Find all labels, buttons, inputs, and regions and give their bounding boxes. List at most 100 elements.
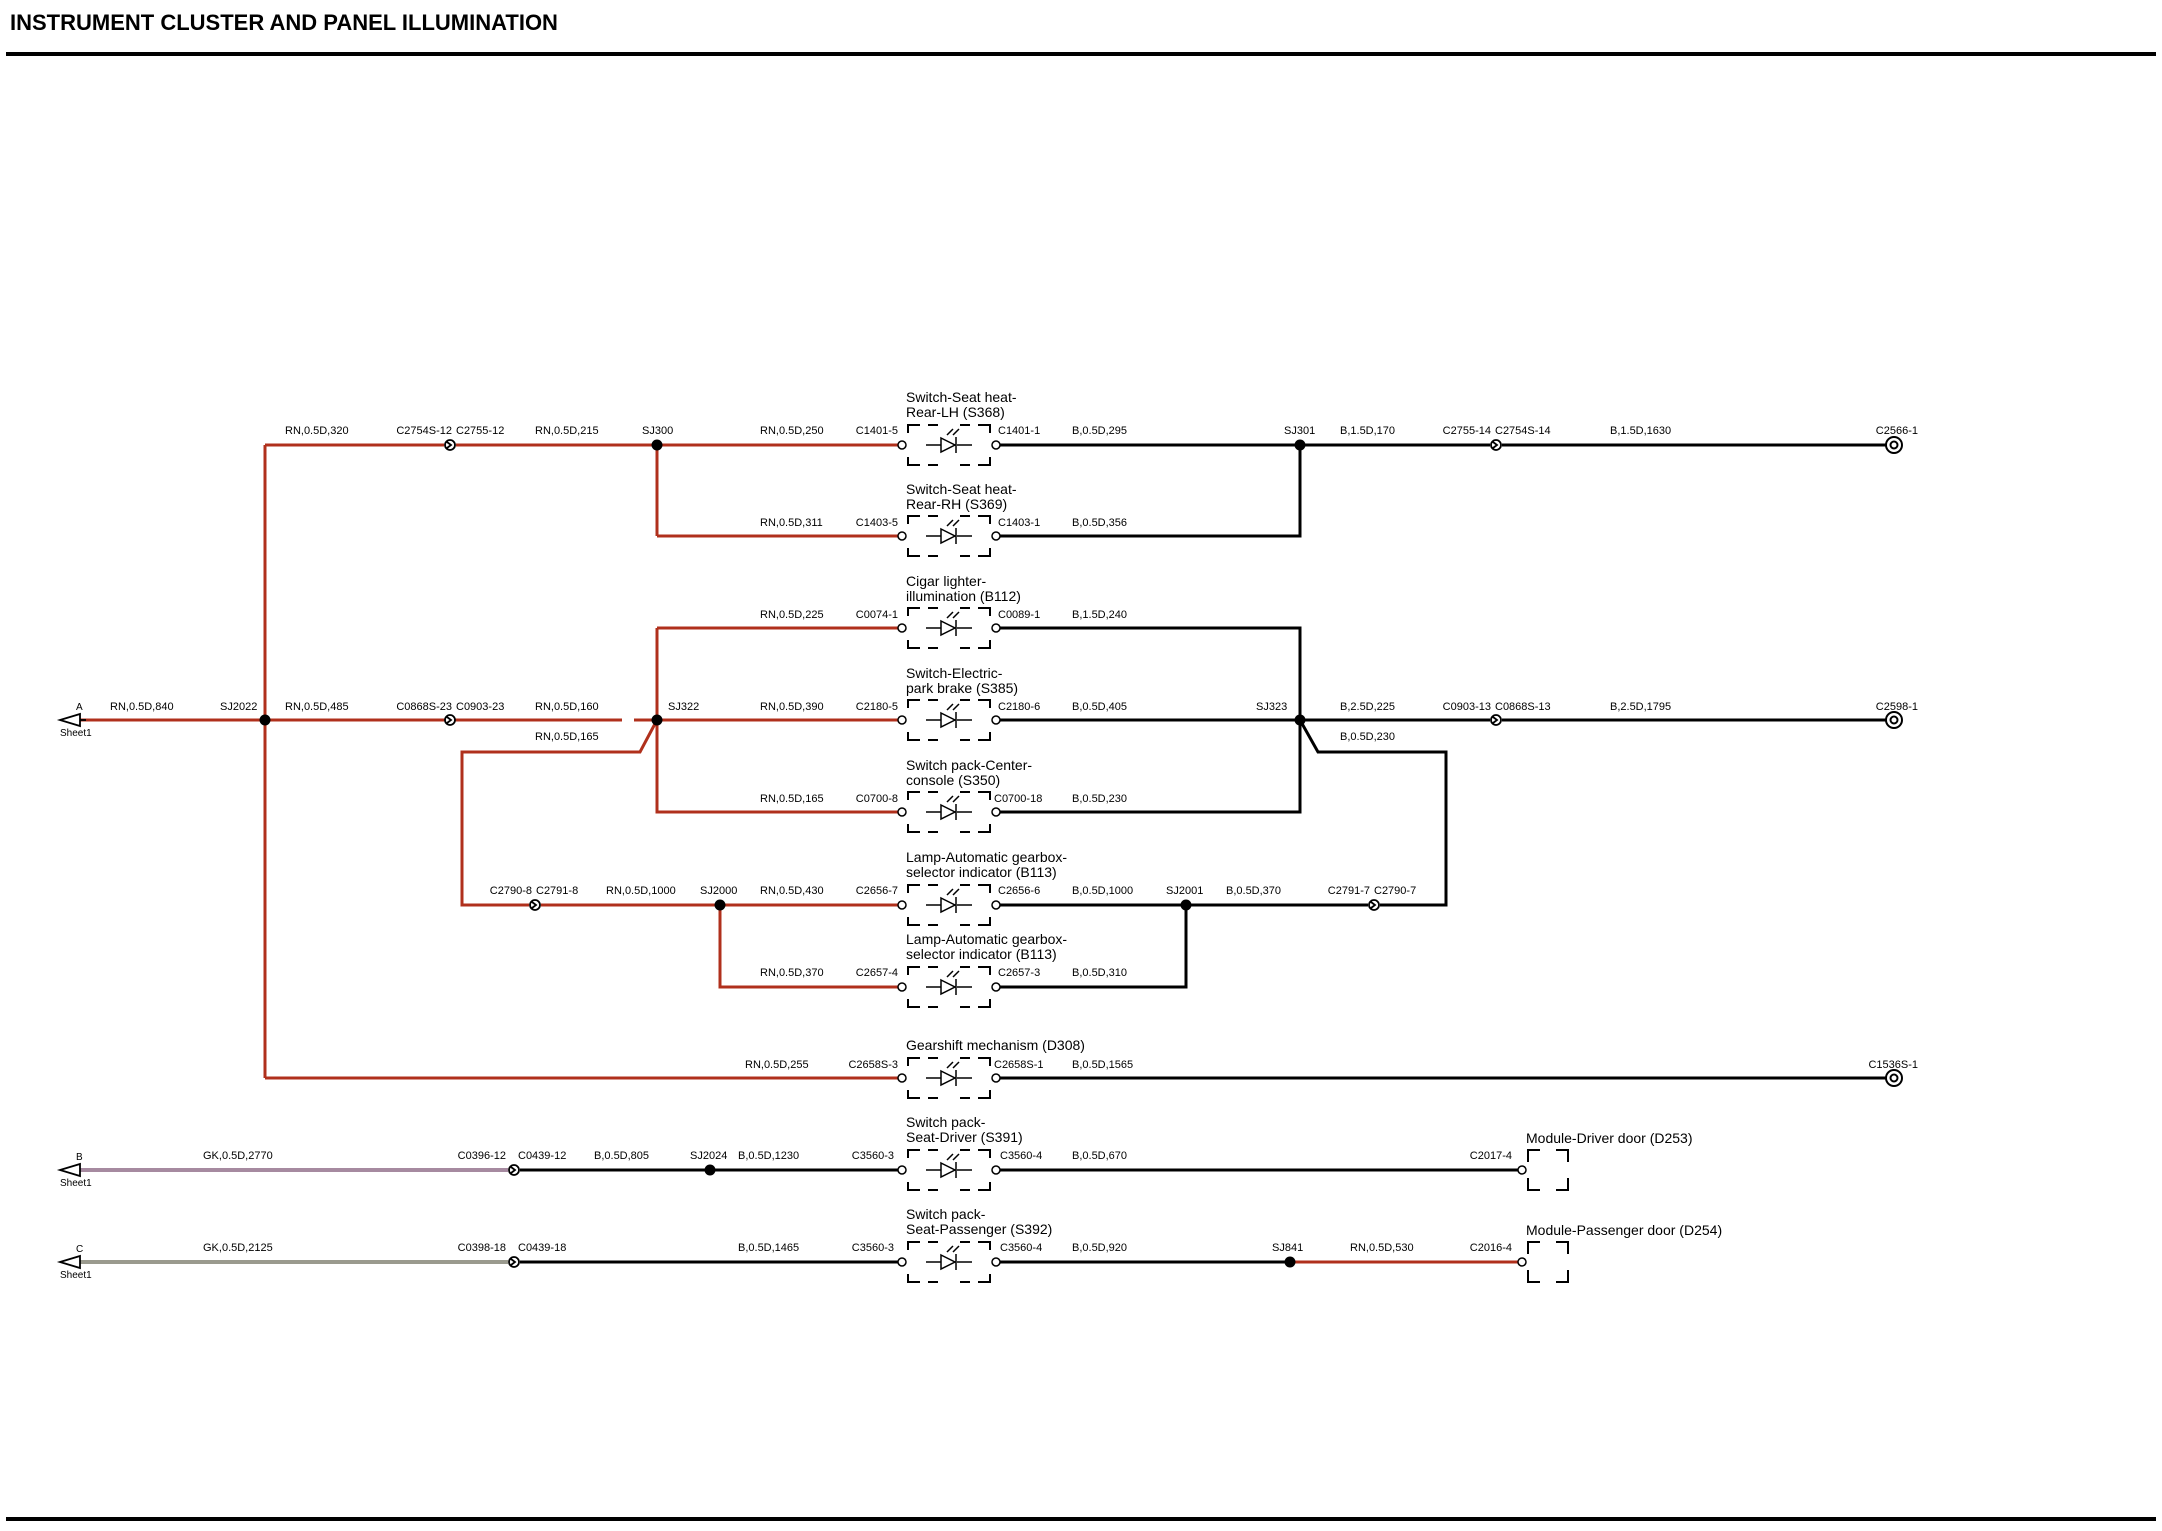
splice-dot[interactable] [1284, 1256, 1296, 1268]
component-name: Switch-Electric-park brake (S385) [906, 665, 1018, 696]
pin-icon[interactable] [897, 715, 907, 725]
pin-icon[interactable] [991, 982, 1001, 992]
inline-connector[interactable] [1490, 439, 1502, 451]
wire-label: RN,0.5D,255 [745, 1059, 809, 1071]
connector-label: C2566-1 [1876, 425, 1918, 437]
wire-rn-165-down[interactable] [460, 719, 659, 907]
pin-icon[interactable] [991, 1257, 1001, 1267]
connector-label: C2657-3 [998, 967, 1040, 979]
component-name-line: selector indicator (B113) [906, 946, 1057, 962]
pin-icon[interactable] [991, 807, 1001, 817]
wire-b-230-branch[interactable] [1298, 719, 1448, 907]
pin-icon[interactable] [897, 531, 907, 541]
pin-icon[interactable] [897, 1073, 907, 1083]
connector-label: C0700-18 [994, 793, 1042, 805]
pin-icon[interactable] [897, 807, 907, 817]
component-box[interactable] [897, 1241, 1001, 1283]
component-outline [907, 515, 991, 557]
pin-icon[interactable] [1517, 1257, 1527, 1267]
module-box[interactable] [1527, 1149, 1569, 1191]
connector-label: C2017-4 [1470, 1150, 1512, 1162]
pin-icon[interactable] [1517, 1165, 1527, 1175]
component-outline [907, 607, 991, 649]
sheet-port-c[interactable]: C Sheet1 [56, 1244, 92, 1281]
wire-b-310[interactable] [1000, 905, 1188, 989]
inline-connector[interactable] [529, 899, 541, 911]
component-names: Switch-Seat heat-Rear-LH (S368) Switch-S… [906, 389, 1722, 1238]
wire-label: B,0.5D,805 [594, 1150, 649, 1162]
pin-icon[interactable] [897, 440, 907, 450]
splice-dot[interactable] [714, 899, 726, 911]
inline-connector[interactable] [508, 1256, 520, 1268]
wire-label: B,0.5D,370 [1226, 885, 1281, 897]
wire-label: RN,0.5D,165 [760, 793, 824, 805]
component-boxes [897, 424, 1569, 1283]
splice-label: SJ323 [1256, 701, 1287, 713]
connector-label: C2791-7 [1328, 885, 1370, 897]
ground-terminal-icon[interactable] [1885, 1069, 1903, 1087]
wire-label: RN,0.5D,840 [110, 701, 174, 713]
pin-icon[interactable] [991, 1073, 1001, 1083]
pin-icon[interactable] [991, 900, 1001, 910]
connector-label: C0396-12 [458, 1150, 506, 1162]
connector-label: C1536S-1 [1868, 1059, 1918, 1071]
splice-label: SJ2022 [220, 701, 257, 713]
splice-dot[interactable] [259, 714, 271, 726]
splice-dot[interactable] [1180, 899, 1192, 911]
connector-label: C2016-4 [1470, 1242, 1512, 1254]
inline-connector[interactable] [1490, 714, 1502, 726]
wire-rn-370[interactable] [718, 905, 902, 989]
component-box[interactable] [897, 1149, 1001, 1191]
pin-icon[interactable] [991, 715, 1001, 725]
pin-icon[interactable] [897, 623, 907, 633]
pin-icon[interactable] [897, 900, 907, 910]
component-name-line: park brake (S385) [906, 680, 1018, 696]
wire-label: RN,0.5D,165 [535, 731, 599, 743]
component-box[interactable] [897, 884, 1001, 926]
wire-label: B,0.5D,1000 [1072, 885, 1133, 897]
component-box[interactable] [897, 424, 1001, 466]
pin-icon[interactable] [991, 531, 1001, 541]
splice-dot[interactable] [1294, 439, 1306, 451]
component-box[interactable] [897, 1057, 1001, 1099]
component-box[interactable] [897, 607, 1001, 649]
pin-icon[interactable] [991, 440, 1001, 450]
ground-terminal-icon[interactable] [1885, 711, 1903, 729]
splice-dot[interactable] [651, 714, 663, 726]
inline-connector[interactable] [508, 1164, 520, 1176]
module-box[interactable] [1527, 1241, 1569, 1283]
led-icon [926, 519, 972, 545]
wire-label: RN,0.5D,370 [760, 967, 824, 979]
component-box[interactable] [897, 791, 1001, 833]
component-box[interactable] [897, 699, 1001, 741]
pin-icon[interactable] [991, 1165, 1001, 1175]
port-letter: B [76, 1152, 83, 1163]
wire-label: RN,0.5D,225 [760, 609, 824, 621]
splice-label: SJ301 [1284, 425, 1315, 437]
splice-dot[interactable] [1294, 714, 1306, 726]
pin-icon[interactable] [991, 623, 1001, 633]
splice-dot[interactable] [651, 439, 663, 451]
pin-icon[interactable] [897, 982, 907, 992]
sheet-port-a[interactable]: A Sheet1 [56, 702, 92, 739]
inline-connector[interactable] [444, 439, 456, 451]
inline-connector[interactable] [444, 714, 456, 726]
splice-dot[interactable] [704, 1164, 716, 1176]
inline-connector[interactable] [1368, 899, 1380, 911]
connector-labels: C2754S-12 C2755-12 C1401-5 C1401-1 C2755… [396, 425, 1918, 1254]
component-box[interactable] [897, 966, 1001, 1008]
connector-label: C3560-3 [852, 1242, 894, 1254]
component-box[interactable] [897, 515, 1001, 557]
pin-icon[interactable] [897, 1165, 907, 1175]
ground-terminal-icon[interactable] [1885, 436, 1903, 454]
wire-rn-165-center[interactable] [655, 628, 902, 814]
wire-label: B,0.5D,295 [1072, 425, 1127, 437]
sheet-port-b[interactable]: B Sheet1 [56, 1152, 92, 1189]
pin-icon[interactable] [897, 1257, 907, 1267]
connector-label: C1403-1 [998, 517, 1040, 529]
wire-b-356[interactable] [1000, 445, 1302, 538]
connector-label: C3560-4 [1000, 1242, 1042, 1254]
component-outline [907, 424, 991, 466]
connector-label: C0903-23 [456, 701, 504, 713]
wire-label: B,0.5D,230 [1072, 793, 1127, 805]
